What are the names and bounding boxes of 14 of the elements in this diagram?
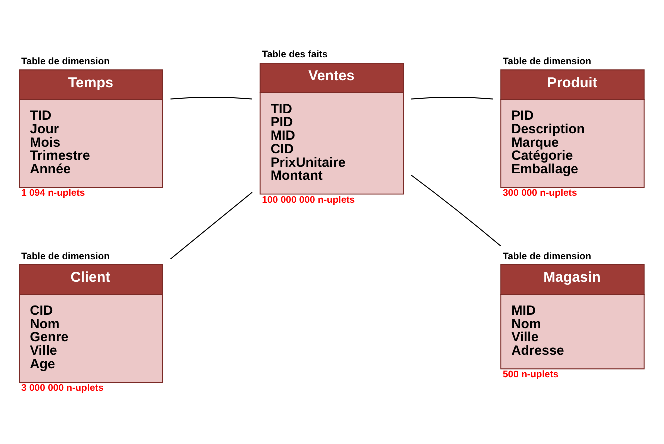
node-label: Table de dimension — [22, 250, 110, 262]
node-label: 500 n-uplets — [502, 369, 559, 380]
connector — [170, 192, 253, 260]
node-label: Table de dimension — [502, 56, 592, 67]
node-label: 3 000 000 n-uplets — [22, 382, 104, 394]
node-label: Table de dimension — [22, 56, 110, 67]
node-label: Table des faits — [262, 49, 328, 60]
node-label: 300 000 n-uplets — [502, 188, 578, 199]
connector — [411, 174, 502, 246]
node-label: 100 000 000 n-uplets — [262, 194, 356, 206]
node-label: 1 094 n-uplets — [22, 188, 86, 199]
node-label: Table de dimension — [502, 250, 592, 262]
connector — [411, 96, 494, 100]
connector — [170, 96, 253, 100]
